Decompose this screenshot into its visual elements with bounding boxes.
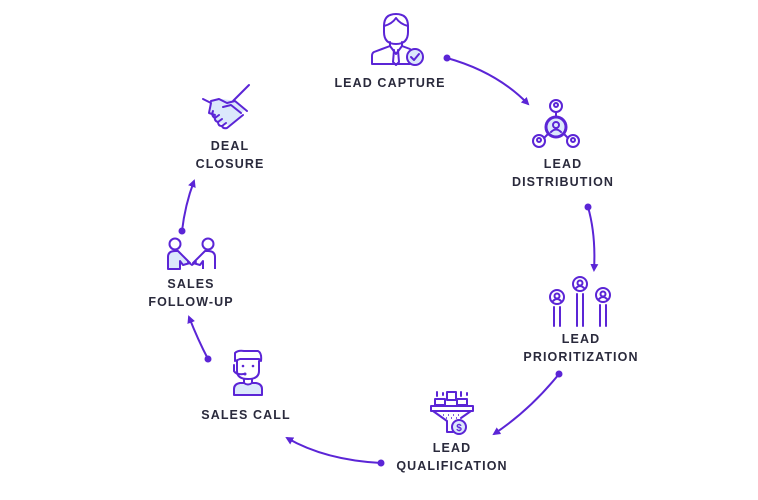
handshake-icon [202, 84, 250, 130]
label-line: LEAD [543, 157, 583, 171]
arrow-path [446, 57, 530, 106]
headset-agent-icon [233, 349, 263, 396]
stage-label: LEAD QUALIFICATION [396, 439, 507, 475]
label-line: CLOSURE [195, 157, 265, 171]
stage-label: SALES CALL [201, 406, 290, 424]
people-meeting-icon [167, 237, 216, 270]
arrow-distribution-to-prioritization [584, 203, 599, 272]
arrow-path [492, 373, 560, 436]
label-line: PRIORITIZATION [523, 350, 639, 364]
label-line: LEAD [561, 332, 601, 346]
funnel-dollar-icon: $ [430, 391, 474, 435]
arrow-qualification-to-salescall [285, 436, 385, 467]
arrow-path [187, 315, 209, 360]
label-line: SALES CALL [201, 408, 291, 422]
arrow-path [181, 179, 196, 232]
label-line: FOLLOW-UP [148, 295, 234, 309]
label-line: LEAD CAPTURE [334, 76, 446, 90]
label-line: SALES [167, 277, 215, 291]
label-line: DEAL [210, 139, 250, 153]
arrow-prioritization-to-qualification [492, 370, 563, 436]
businessman-check-icon [371, 13, 424, 66]
stage-label: DEAL CLOSURE [196, 137, 265, 173]
stage-label: LEAD PRIORITIZATION [523, 330, 638, 366]
arrow-capture-to-distribution [443, 54, 530, 106]
svg-text:$: $ [456, 423, 462, 434]
label-line: LEAD [432, 441, 472, 455]
stage-label: LEAD CAPTURE [334, 74, 445, 92]
stage-label: LEAD DISTRIBUTION [512, 155, 614, 191]
arrow-path [285, 436, 382, 464]
label-line: DISTRIBUTION [511, 175, 615, 189]
ranked-people-icon [549, 276, 611, 327]
arrow-path [587, 206, 599, 272]
arrow-followup-to-closure [178, 179, 196, 235]
stage-label: SALES FOLLOW-UP [148, 275, 233, 311]
network-people-icon [532, 99, 580, 148]
label-line: QUALIFICATION [396, 459, 508, 473]
arrow-salescall-to-followup [187, 315, 212, 363]
